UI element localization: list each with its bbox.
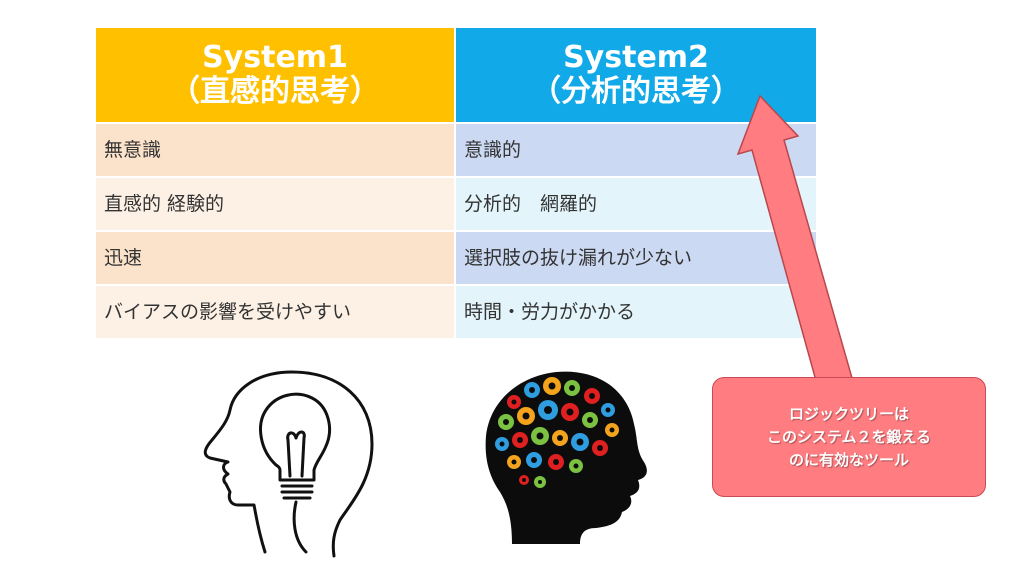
table-cell: 時間・労力がかかる [456,286,816,338]
table-cell: 分析的 網羅的 [456,178,816,230]
table-cell: 無意識 [96,124,454,176]
callout-line-2: このシステム２を鍛える [766,427,932,446]
system1-header-title: System1 [202,40,348,75]
gear-brain-head-icon [485,371,647,544]
callout-line-1: ロジックツリーは [788,404,909,423]
table-cell: 迅速 [96,232,454,284]
system1-header: System1 （直感的思考） [96,28,454,122]
system2-header-title: System2 [563,40,709,75]
system2-header-subtitle: （分析的思考） [531,74,741,109]
table-cell: バイアスの影響を受けやすい [96,286,454,338]
callout-box: ロジックツリーは このシステム２を鍛える のに有効なツール [712,377,986,497]
table-cell: 直感的 経験的 [96,178,454,230]
callout-line-3: のに有効なツール [788,450,909,469]
table-cell: 選択肢の抜け漏れが少ない [456,232,816,284]
system1-header-subtitle: （直感的思考） [170,74,380,109]
arrow-icon [736,94,853,389]
lightbulb-head-icon [203,370,374,558]
